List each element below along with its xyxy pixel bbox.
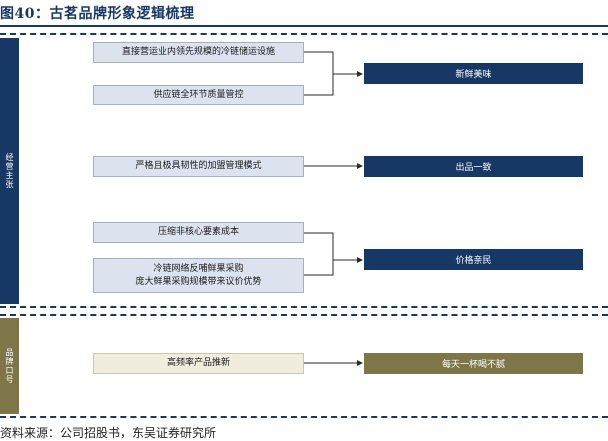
input-cold-chain-text: 直接营运业内领先规模的冷链储运设施: [121, 47, 275, 57]
section-divider-top: [0, 33, 608, 35]
output-affordable-box: 价格亲民: [364, 249, 583, 270]
output-affordable-text: 价格亲民: [455, 256, 492, 266]
output-daily-box: 每天一杯喝不腻: [364, 353, 583, 374]
figure-title: 图40：古茗品牌形象逻辑梳理: [0, 6, 195, 22]
input-feedback-text: 冷链网络反哺鲜果采购: [153, 263, 244, 274]
section-divider-middle: [0, 306, 608, 308]
input-procurement-box: 冷链网络反哺鲜果采购 庞大鲜果采购规模带来议价优势: [93, 258, 304, 293]
input-cost-text: 压缩非核心要素成本: [157, 227, 239, 237]
output-consistent-text: 出品一致: [455, 163, 492, 173]
input-franchise-text: 严格且极具韧性的加盟管理模式: [135, 161, 262, 171]
output-daily-text: 每天一杯喝不腻: [441, 360, 505, 370]
title-underline: [0, 25, 608, 27]
output-fresh-text: 新鲜美味: [455, 70, 492, 80]
source-note: 资料来源：公司招股书，东吴证券研究所: [0, 426, 217, 440]
section-divider-bottom: [0, 416, 608, 418]
input-product-box: 高频率产品推新: [93, 353, 304, 374]
output-consistent-box: 出品一致: [364, 156, 583, 177]
input-quality-text: 供应链全环节质量管控: [153, 89, 244, 100]
section-label-ops-text: 经营主张: [5, 153, 14, 189]
section-divider-lower: [0, 314, 608, 316]
output-fresh-box: 新鲜美味: [364, 63, 583, 84]
input-cost-box: 压缩非核心要素成本: [93, 222, 304, 243]
input-product-text: 高频率产品推新: [166, 358, 230, 368]
input-quality-box: 供应链全环节质量管控: [93, 85, 304, 105]
section-label-slogan: 品牌口号: [0, 318, 19, 414]
section-label-ops: 经营主张: [0, 38, 19, 304]
input-franchise-box: 严格且极具韧性的加盟管理模式: [93, 156, 304, 177]
input-cold-chain-box: 直接营运业内领先规模的冷链储运设施: [93, 42, 304, 63]
section-label-slogan-text: 品牌口号: [5, 348, 14, 384]
input-bargain-text: 庞大鲜果采购规模带来议价优势: [135, 276, 262, 287]
